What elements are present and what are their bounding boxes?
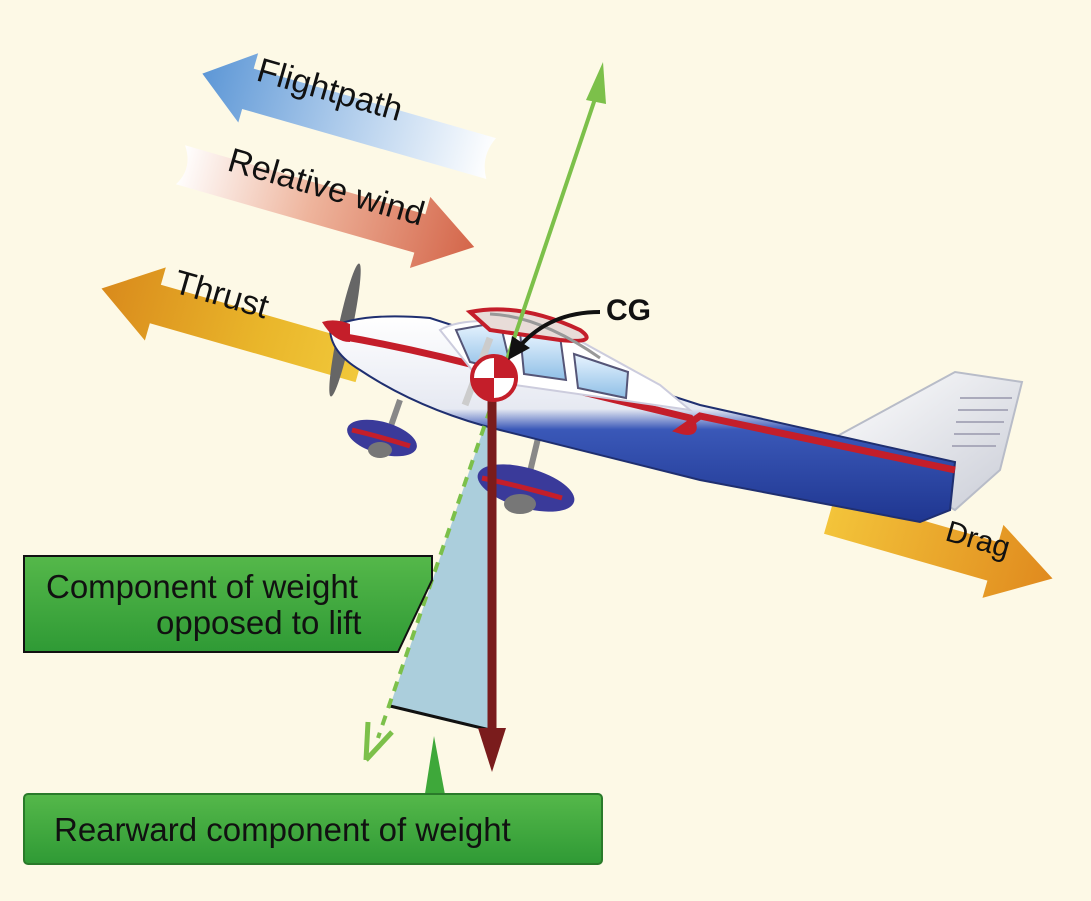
rearward-label-box: Rearward component of weight xyxy=(23,736,603,865)
weight-vector xyxy=(478,392,506,772)
fuselage xyxy=(328,315,957,524)
weight-component-area xyxy=(390,392,496,730)
drag-arrow: Drag xyxy=(824,495,1053,598)
rearward-component-line xyxy=(389,704,491,732)
component-label-line2: opposed to lift xyxy=(156,604,361,641)
lift-opposing-component-vector xyxy=(363,391,498,762)
spinner xyxy=(322,320,350,342)
cg-label: CG xyxy=(606,294,651,327)
cg-callout: CG xyxy=(508,294,651,360)
rearward-label: Rearward component of weight xyxy=(54,811,511,848)
component-label-box: Component of weight opposed to lift xyxy=(23,555,433,653)
airplane xyxy=(322,263,1024,524)
cg-marker-icon xyxy=(470,354,518,402)
component-label-line1: Component of weight xyxy=(46,568,358,605)
